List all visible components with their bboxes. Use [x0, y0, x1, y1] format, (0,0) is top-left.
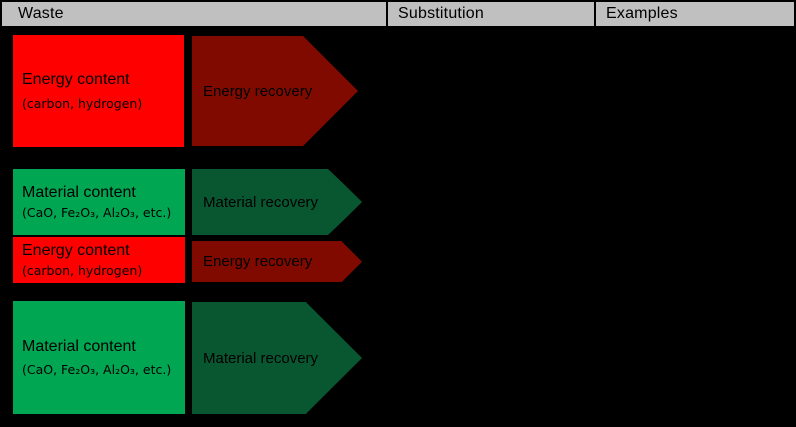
- box-subtitle: (CaO, Fe₂O₃, Al₂O₃, etc.): [22, 362, 172, 377]
- table-header: Waste Substitution Examples: [0, 0, 796, 28]
- header-label-waste: Waste: [18, 5, 64, 22]
- header-label-examples: Examples: [606, 5, 678, 22]
- waste-box-material-content-3: Material content (CaO, Fe₂O₃, Al₂O₃, etc…: [13, 301, 185, 414]
- arrow-energy-recovery-1: Energy recovery: [192, 36, 358, 146]
- arrow-label: Energy recovery: [203, 253, 313, 270]
- arrow-label: Material recovery: [203, 193, 319, 211]
- box-title: Material content: [22, 337, 136, 355]
- arrow-energy-recovery-2: Energy recovery: [192, 241, 362, 282]
- arrow-material-recovery-3: Material recovery: [192, 302, 362, 414]
- box-subtitle: (CaO, Fe₂O₃, Al₂O₃, etc.): [22, 205, 172, 220]
- box-title: Material content: [22, 183, 136, 201]
- box-subtitle: (carbon, hydrogen): [22, 263, 143, 278]
- box-title: Energy content: [22, 241, 130, 259]
- header-label-substitution: Substitution: [398, 5, 485, 22]
- box-title: Energy content: [22, 71, 130, 89]
- header-cell-examples: Examples: [596, 2, 794, 26]
- box-subtitle: (carbon, hydrogen): [22, 95, 143, 111]
- header-cell-substitution: Substitution: [388, 2, 594, 26]
- arrow-label: Energy recovery: [203, 82, 313, 100]
- arrow-label: Material recovery: [203, 349, 319, 367]
- waste-box-material-content-2: Material content (CaO, Fe₂O₃, Al₂O₃, etc…: [13, 169, 185, 235]
- header-cell-waste: Waste: [2, 2, 386, 26]
- arrow-material-recovery-2: Material recovery: [192, 169, 362, 235]
- waste-box-energy-content-1: Energy content (carbon, hydrogen): [13, 35, 184, 147]
- waste-box-energy-content-2: Energy content (carbon, hydrogen): [13, 237, 185, 283]
